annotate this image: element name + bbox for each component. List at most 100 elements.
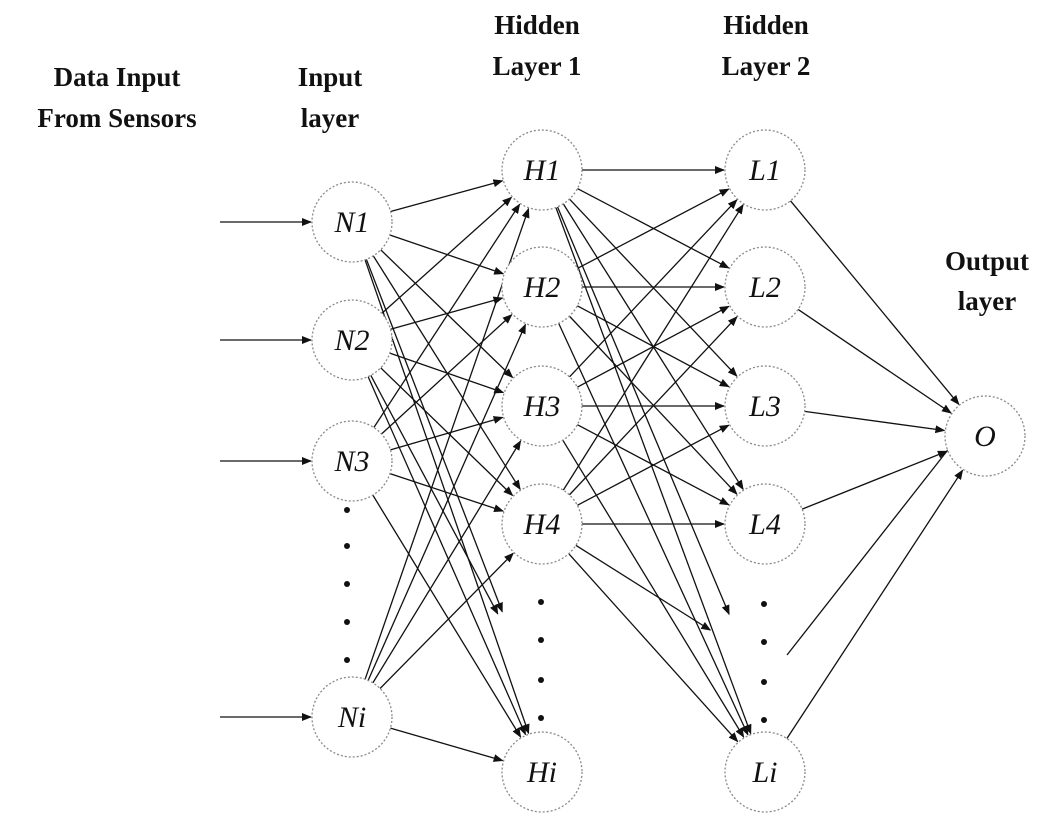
node-hi-circle — [501, 731, 583, 813]
edge-n2-h1 — [381, 196, 513, 314]
edge-h4-l2 — [568, 316, 738, 496]
edge-h4-l3 — [577, 424, 730, 506]
hidden-layer-1-header-line2: Layer 1 — [493, 51, 582, 81]
edge-n2-hi — [367, 376, 527, 736]
hidden-layer-2-header-line1: Hidden — [723, 10, 809, 40]
node-n3-label: N3 — [333, 445, 369, 478]
node-l3: L3 — [724, 365, 806, 447]
edge-h2-li — [558, 323, 749, 736]
hidden2-ellipsis-dot-4 — [761, 717, 767, 723]
output-layer-header-line2: layer — [958, 286, 1016, 316]
node-n2-label: N2 — [333, 324, 369, 357]
input-ellipsis-dot-1 — [344, 507, 350, 513]
node-l4: L4 — [724, 483, 806, 565]
node-h1-label: H1 — [523, 154, 561, 187]
edge-n1-h1 — [390, 179, 504, 213]
hidden1-ellipsis-dot-1 — [538, 599, 544, 605]
edge-n2-h4 — [380, 367, 514, 497]
node-hi-label: Hi — [526, 756, 557, 789]
hidden-layer-2-header-line2: Layer 2 — [722, 51, 811, 81]
hidden2-ellipsis-dot-3 — [761, 679, 767, 685]
node-n1: N1 — [311, 181, 393, 263]
edge-n3-h1 — [373, 203, 521, 428]
node-n2: N2 — [311, 299, 393, 381]
edge-h3-l1 — [568, 199, 738, 378]
node-l4-circle — [724, 483, 806, 565]
edge-n2-h2 — [390, 296, 504, 330]
node-l4-label: L4 — [748, 508, 781, 541]
node-l3-circle — [724, 365, 806, 447]
node-li: Li — [724, 731, 806, 813]
edge-ni-h2 — [367, 323, 527, 681]
edge-h2-l1 — [577, 188, 730, 269]
node-o: O — [944, 395, 1026, 477]
node-n1-circle — [311, 181, 393, 263]
node-l3-label: L3 — [748, 390, 781, 423]
node-li-circle — [724, 731, 806, 813]
connections — [220, 166, 964, 762]
node-l1-label: L1 — [748, 154, 781, 187]
edge-n3-h3 — [390, 416, 504, 451]
edge-h1-li — [555, 207, 752, 735]
edge-h3-li — [562, 439, 745, 738]
node-l2: L2 — [724, 246, 806, 328]
node-h4-label: H4 — [523, 508, 561, 541]
node-n3-circle — [311, 420, 393, 502]
hidden1-ellipsis-dot-2 — [538, 637, 544, 643]
node-ni-label: Ni — [337, 701, 366, 734]
node-hi: Hi — [501, 731, 583, 813]
node-o-label: O — [974, 420, 996, 453]
edge-n1-h2 — [389, 234, 505, 275]
node-h4-circle — [501, 483, 583, 565]
edge-ni-hi — [390, 727, 504, 762]
edge-n3-h2 — [381, 314, 513, 435]
node-h3: H3 — [501, 365, 583, 447]
node-ni-circle — [311, 676, 393, 758]
data-input-header-line1: Data Input — [54, 62, 181, 92]
node-h1: H1 — [501, 129, 583, 211]
hidden2-ellipsis-dot-1 — [761, 601, 767, 607]
edge-h4-li — [568, 553, 739, 743]
input-layer-header-line1: Input — [298, 62, 363, 92]
edge-li-o — [786, 469, 964, 739]
input-ellipsis-dot-3 — [344, 581, 350, 587]
output-layer-header-line1: Output — [945, 246, 1029, 276]
edge-n1-hidden1-ellipsis — [365, 259, 503, 613]
edge-h4-l1 — [562, 203, 744, 491]
node-h3-circle — [501, 365, 583, 447]
node-ni: Ni — [311, 676, 393, 758]
node-h4: H4 — [501, 483, 583, 565]
edge-hidden2-ellipsis-o — [786, 449, 949, 656]
edge-h4-hidden2-ellipsis — [575, 544, 712, 631]
input-ellipsis-dot-4 — [344, 619, 350, 625]
edge-n3-h4 — [389, 472, 505, 513]
edge-ni-h4 — [379, 552, 514, 689]
node-n1-label: N1 — [333, 206, 369, 239]
hidden1-ellipsis-dot-3 — [538, 677, 544, 683]
node-h3-label: H3 — [523, 390, 561, 423]
hidden2-ellipsis-dot-2 — [761, 639, 767, 645]
edge-l1-o — [789, 200, 960, 406]
node-h2: H2 — [501, 246, 583, 328]
node-h1-circle — [501, 129, 583, 211]
node-n3: N3 — [311, 420, 393, 502]
edge-ni-h1 — [364, 207, 530, 680]
node-l1-circle — [724, 129, 806, 211]
edge-h1-hidden2-ellipsis — [556, 206, 730, 616]
edge-n2-h3 — [389, 352, 505, 394]
node-l1: L1 — [724, 129, 806, 211]
node-li-label: Li — [751, 756, 777, 789]
node-h2-circle — [501, 246, 583, 328]
hidden1-ellipsis-dot-4 — [538, 715, 544, 721]
data-input-header-line2: From Sensors — [37, 103, 196, 133]
ellipsis-dots — [344, 507, 767, 723]
node-o-circle — [944, 395, 1026, 477]
edge-n2-hidden1-ellipsis — [370, 375, 499, 615]
edge-n3-hi — [372, 494, 522, 738]
hidden-layer-1-header-line1: Hidden — [494, 10, 580, 40]
edge-l3-o — [804, 410, 946, 434]
input-ellipsis-dot-2 — [344, 543, 350, 549]
node-n2-circle — [311, 299, 393, 381]
